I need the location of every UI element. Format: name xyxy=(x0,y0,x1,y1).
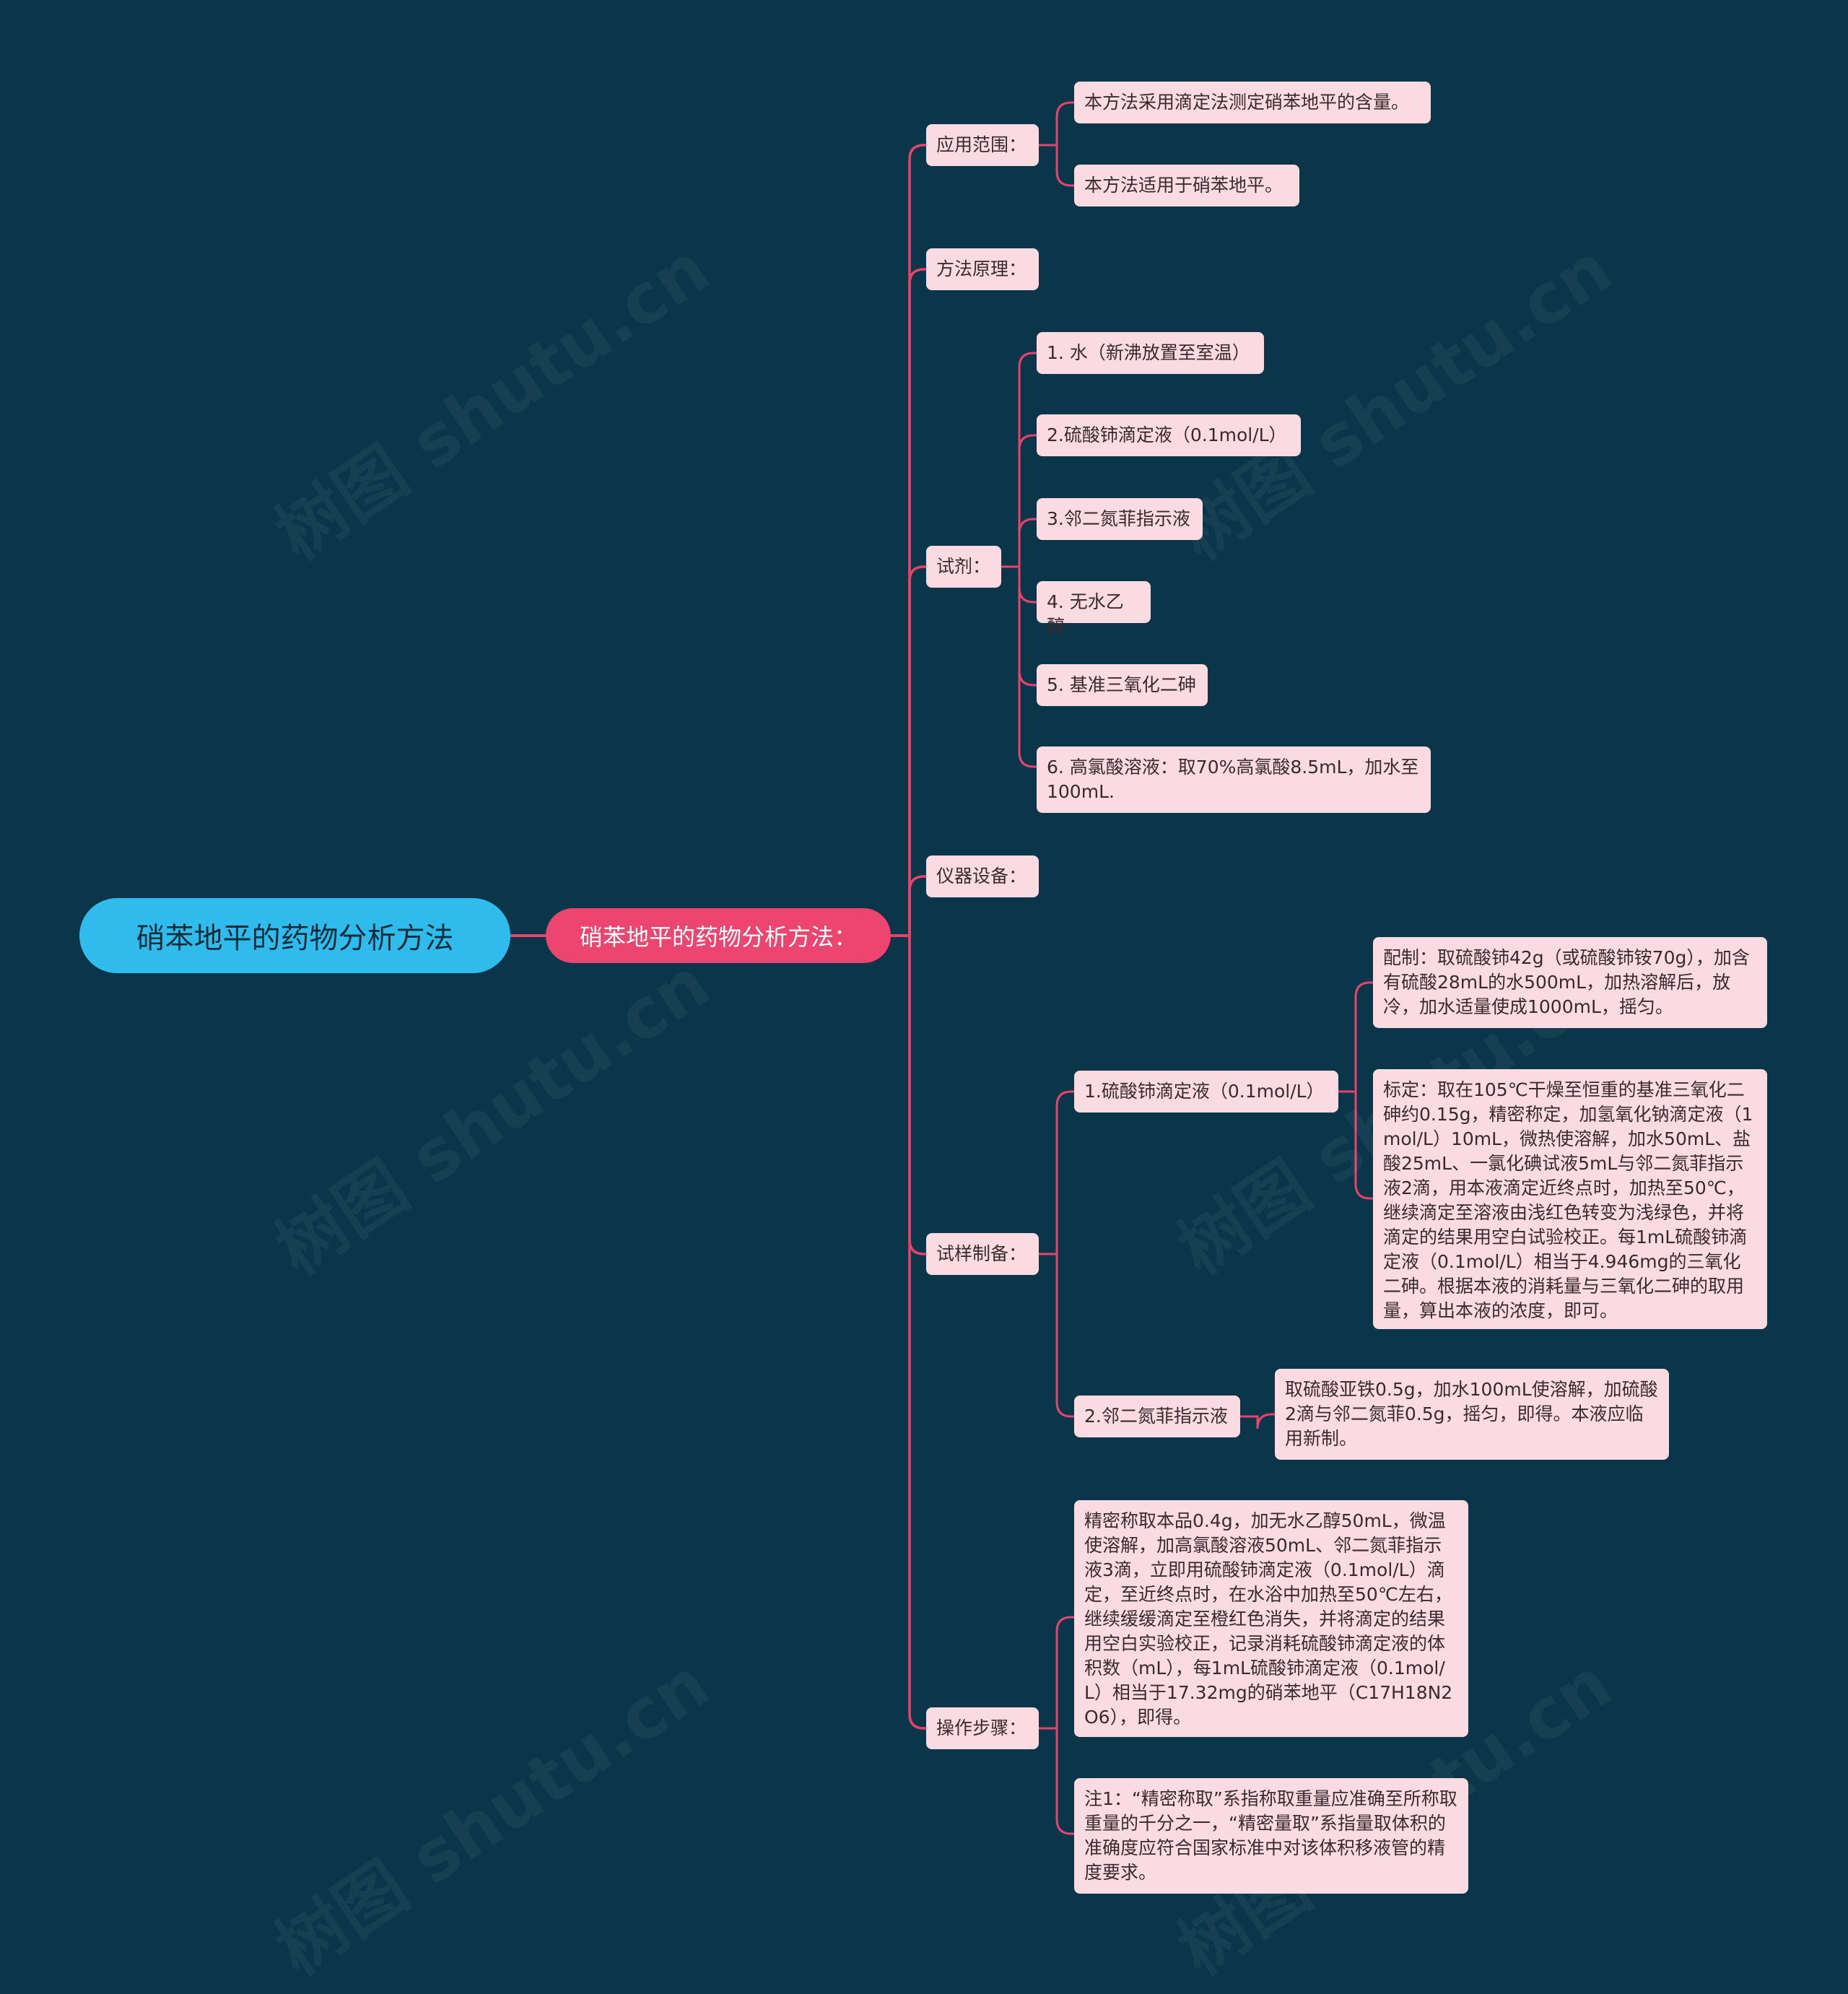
connector-line xyxy=(1240,1413,1275,1429)
subtopic[interactable]: 硝苯地平的药物分析方法： xyxy=(546,908,891,963)
connector-line xyxy=(891,934,926,1730)
category-reagents[interactable]: 试剂： xyxy=(926,546,1001,588)
root-topic[interactable]: 硝苯地平的药物分析方法 xyxy=(79,898,510,973)
reagent-item[interactable]: 3.邻二氮菲指示液 xyxy=(1037,498,1203,540)
prep-item[interactable]: 1.硫酸铈滴定液（0.1mol/L） xyxy=(1074,1071,1338,1113)
connector-line xyxy=(1039,101,1074,147)
connector-line xyxy=(1039,1616,1074,1730)
category-sample-prep[interactable]: 试样制备： xyxy=(926,1233,1039,1275)
connector-line xyxy=(1039,1727,1074,1835)
connector-line xyxy=(1001,518,1037,568)
procedure-note[interactable]: 注1：“精密称取”系指称取重量应准确至所称取重量的千分之一，“精密量取”系指量取… xyxy=(1074,1778,1468,1894)
leaf-node[interactable]: 本方法适用于硝苯地平。 xyxy=(1074,165,1299,206)
connector-line xyxy=(891,268,926,937)
connector-line xyxy=(1338,1090,1373,1200)
connector-line xyxy=(1039,1253,1074,1418)
category-procedure[interactable]: 操作步骤： xyxy=(926,1707,1039,1749)
category-scope[interactable]: 应用范围： xyxy=(926,124,1039,166)
detail-preparation[interactable]: 配制：取硫酸铈42g（或硫酸铈铵70g），加含有硫酸28mL的水500mL，加热… xyxy=(1373,937,1767,1028)
procedure-step[interactable]: 精密称取本品0.4g，加无水乙醇50mL，微温使溶解，加高氯酸溶液50mL、邻二… xyxy=(1074,1500,1468,1737)
reagent-item[interactable]: 5. 基准三氧化二砷 xyxy=(1037,664,1208,706)
connector-line xyxy=(1001,434,1037,568)
category-principle[interactable]: 方法原理： xyxy=(926,248,1039,290)
category-equipment[interactable]: 仪器设备： xyxy=(926,855,1039,897)
reagent-item[interactable]: 6. 高氯酸溶液：取70%高氯酸8.5mL，加水至100mL. xyxy=(1037,746,1431,813)
connector-line xyxy=(1338,981,1373,1093)
leaf-node[interactable]: 本方法采用滴定法测定硝苯地平的含量。 xyxy=(1074,82,1431,123)
reagent-item[interactable]: 1. 水（新沸放置至室温） xyxy=(1037,332,1264,374)
detail-indicator[interactable]: 取硫酸亚铁0.5g，加水100mL使溶解，加硫酸2滴与邻二氮菲0.5g，摇匀，即… xyxy=(1275,1369,1669,1460)
reagent-item[interactable]: 4. 无水乙醇 xyxy=(1037,581,1151,637)
connector-line xyxy=(1001,565,1037,768)
connector-line xyxy=(891,875,926,937)
connector-line xyxy=(1039,144,1074,187)
connector-line xyxy=(891,565,926,937)
connector-line xyxy=(1039,1090,1074,1255)
prep-item[interactable]: 2.邻二氮菲指示液 xyxy=(1074,1396,1240,1437)
connector-line xyxy=(891,144,926,937)
connector-line xyxy=(1001,352,1037,568)
detail-calibration[interactable]: 标定：取在105℃干燥至恒重的基准三氧化二砷约0.15g，精密称定，加氢氧化钠滴… xyxy=(1373,1069,1767,1329)
reagent-item[interactable]: 2.硫酸铈滴定液（0.1mol/L） xyxy=(1037,414,1301,456)
